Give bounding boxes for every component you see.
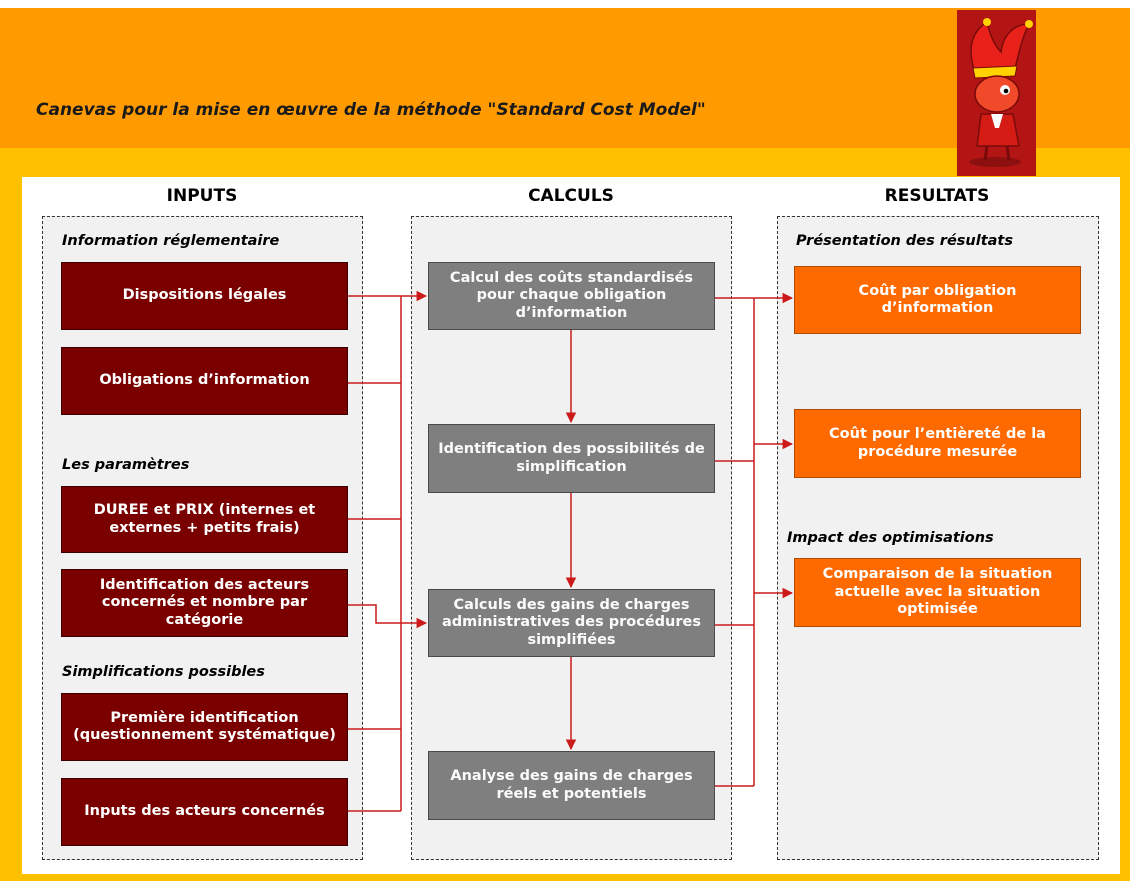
input-dispositions-legales: Dispositions légales — [61, 262, 348, 330]
section-impact-optimisations: Impact des optimisations — [787, 530, 994, 546]
calculs-header: CALCULS — [528, 186, 614, 206]
input-obligations-information: Obligations d’information — [61, 347, 348, 415]
calc-couts-standardises: Calcul des coûts standardisés pour chaqu… — [428, 262, 715, 330]
header-band — [0, 8, 1130, 148]
page-title: Canevas pour la mise en œuvre de la méth… — [36, 100, 706, 120]
section-information-reglementaire: Information réglementaire — [62, 233, 280, 249]
input-premiere-identification: Première identification (questionnement … — [61, 693, 348, 761]
jester-mascot-icon — [957, 10, 1036, 176]
result-cout-obligation: Coût par obligation d’information — [794, 266, 1081, 334]
input-duree-prix: DUREE et PRIX (internes et externes + pe… — [61, 486, 348, 553]
calc-analyse-gains: Analyse des gains de charges réels et po… — [428, 751, 715, 820]
section-simplifications-possibles: Simplifications possibles — [62, 664, 265, 680]
calc-gains-charges: Calculs des gains de charges administrat… — [428, 589, 715, 657]
resultats-header: RESULTATS — [884, 186, 990, 206]
result-cout-procedure: Coût pour l’entièreté de la procédure me… — [794, 409, 1081, 478]
result-comparaison-situation: Comparaison de la situation actuelle ave… — [794, 558, 1081, 627]
section-presentation-resultats: Présentation des résultats — [796, 233, 1013, 249]
input-acteurs-concernes: Inputs des acteurs concernés — [61, 778, 348, 846]
input-identification-acteurs: Identification des acteurs concernés et … — [61, 569, 348, 637]
inputs-header: INPUTS — [166, 186, 238, 206]
calc-possibilites-simplification: Identification des possibilités de simpl… — [428, 424, 715, 493]
section-parametres: Les paramètres — [62, 457, 190, 473]
